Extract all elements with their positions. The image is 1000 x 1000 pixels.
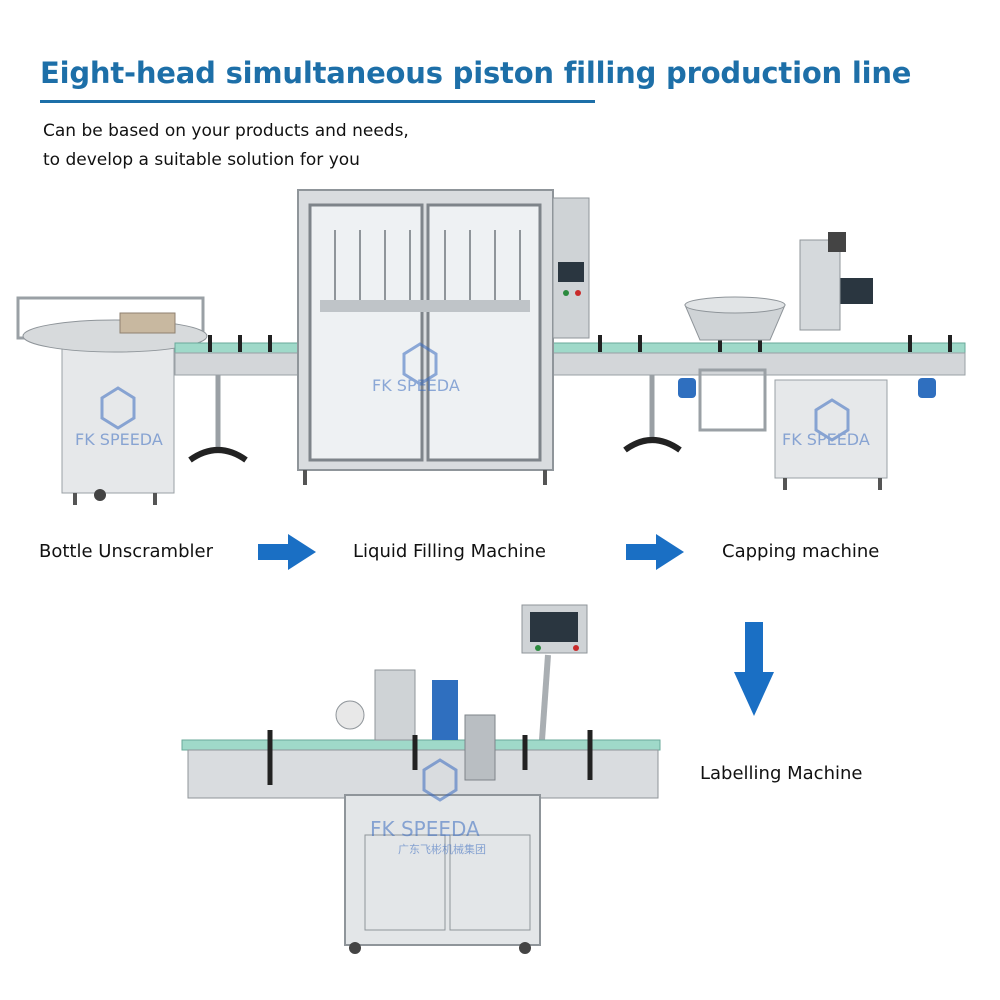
svg-text:FK SPEEDA: FK SPEEDA — [75, 430, 163, 449]
arrow-right-icon — [626, 534, 684, 570]
page-title: Eight-head simultaneous piston filling p… — [40, 56, 912, 90]
stage-capping-machine: Capping machine — [722, 541, 880, 562]
svg-text:FK SPEEDA: FK SPEEDA — [782, 430, 870, 449]
brand-watermark-4: FK SPEEDA 广东飞彬机械集团 — [370, 758, 486, 856]
liquid-filling-machine — [297, 189, 590, 485]
production-line-illustration: FK SPEEDA FK SPEEDA FK SPEEDA — [16, 189, 966, 505]
brand-watermark-1: FK SPEEDA — [75, 386, 163, 449]
arrow-right-icon — [258, 534, 316, 570]
brand-watermark-3: FK SPEEDA — [782, 398, 870, 449]
subtitle: Can be based on your products and needs,… — [43, 117, 409, 175]
stage-liquid-filling-machine: Liquid Filling Machine — [353, 541, 546, 562]
svg-text:FK SPEEDA: FK SPEEDA — [372, 376, 460, 395]
bottle-unscrambler-machine — [16, 296, 208, 505]
brand-watermark-2: FK SPEEDA — [372, 342, 460, 395]
svg-text:广东飞彬机械集团: 广东飞彬机械集团 — [398, 842, 486, 856]
labelling-machine-illustration: FK SPEEDA 广东飞彬机械集团 — [181, 604, 661, 954]
capping-machine — [678, 232, 936, 490]
labelling-machine — [181, 604, 661, 954]
subtitle-line-2: to develop a suitable solution for you — [43, 150, 360, 170]
svg-text:FK SPEEDA: FK SPEEDA — [370, 817, 480, 841]
title-underline — [40, 100, 595, 103]
subtitle-line-1: Can be based on your products and needs, — [43, 121, 409, 141]
stage-labelling-machine: Labelling Machine — [700, 763, 863, 784]
arrow-down-icon — [734, 622, 774, 716]
stage-bottle-unscrambler: Bottle Unscrambler — [39, 541, 213, 562]
